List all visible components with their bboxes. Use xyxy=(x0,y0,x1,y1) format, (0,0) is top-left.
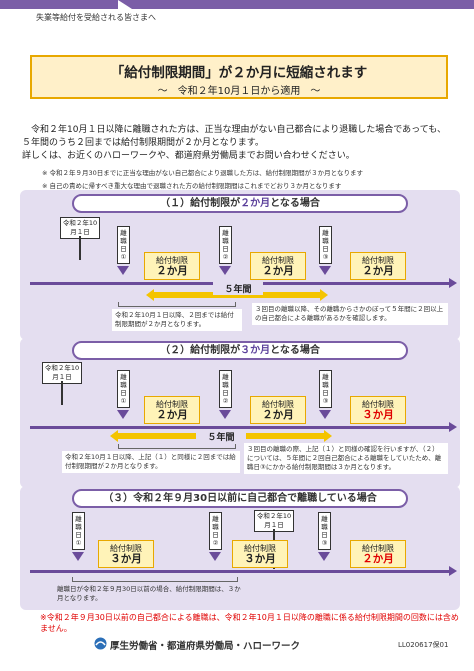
footer-org: 厚生労働省・都道府県労働局・ハローワーク xyxy=(110,641,301,652)
case2-callout-left: 令和２年10月１日以降、上記（１）と同様に２回までは給付制限期間が２か月となりま… xyxy=(62,451,240,473)
case1-callout-right: ３回目の離職以降、その離職からさかのぼって５年間に２回以上の自己都合による離職が… xyxy=(252,303,448,325)
case2-arrow-1 xyxy=(117,410,129,419)
note-2: ※ 自己の責めに帰すべき重大な理由で退職された方の給付制限期間はこれまでどおり３… xyxy=(42,182,342,190)
case3-callout: 離職日が令和２年９月30日以前の場合、給付制限期間は、３か月となります。 xyxy=(57,585,241,602)
case3-rijo-2: 離職日② xyxy=(209,512,222,550)
page-title: 「給付制限期間」が２か月に短縮されます xyxy=(110,65,368,81)
top-bar xyxy=(0,0,474,9)
audience-label: 失業等給付を受給される皆さまへ xyxy=(36,13,156,22)
note-1: ※ 令和２年９月30日までに正当な理由がない自己都合により退職した方は、給付制限… xyxy=(42,169,363,177)
case2-arrow-3 xyxy=(319,410,331,419)
case2-span-label: ５年間 xyxy=(196,430,246,443)
case1-rijo-2: 離職日② xyxy=(219,226,232,264)
case2-rijo-3: 離職日③ xyxy=(319,370,332,408)
case2-heading: （２）給付制限が３か月となる場合 xyxy=(72,341,408,360)
case2-heading-post: となる場合 xyxy=(270,345,320,356)
case1-rijo-3: 離職日③ xyxy=(319,226,332,264)
intro-line-2: 詳しくは、お近くのハローワークや、都道府県労働局までお問い合わせください。 xyxy=(22,151,355,161)
intro-line-1: 令和２年10月１日以降に離職された方は、正当な理由がない自己都合により退職した場… xyxy=(22,125,447,148)
intro-text: 令和２年10月１日以降に離職された方は、正当な理由がない自己都合により退職した場… xyxy=(22,124,452,163)
case3-date-box: 令和２年10月１日 xyxy=(254,510,294,532)
case1-span-left-arrow xyxy=(146,289,154,301)
case2-date-line xyxy=(61,381,63,405)
case1-heading-pre: （１）給付制限が xyxy=(160,198,241,209)
doc-code: LL020617保01 xyxy=(398,641,449,649)
case2-rijo-2: 離職日② xyxy=(219,370,232,408)
case2-heading-pre: （２）給付制限が xyxy=(160,345,241,356)
case1-heading-post: となる場合 xyxy=(270,198,320,209)
case2-callout-right: ３回目の離職の際、上記（１）と同様の確認を行いますが、（２）については、５年間に… xyxy=(244,443,448,474)
case1-heading: （１）給付制限が２か月となる場合 xyxy=(72,194,408,213)
case3-heading: （３）令和２年９月30日以前に自己都合で離職している場合 xyxy=(72,489,408,508)
case1-callout-left: 令和２年10月１日以降、２回までは給付制限期間が２か月となります。 xyxy=(112,309,242,331)
page-subtitle: ～ 令和２年10月１日から適用 ～ xyxy=(157,86,321,97)
case1-rijo-1: 離職日① xyxy=(117,226,130,264)
case3-arrow-1 xyxy=(72,552,84,561)
case2-arrow-2 xyxy=(219,410,231,419)
case1-brace-left xyxy=(118,302,236,307)
case3-rijo-1: 離職日① xyxy=(72,512,85,550)
case1-date-line xyxy=(79,236,81,260)
case3-arrow-2 xyxy=(209,552,221,561)
case3-timeline xyxy=(30,566,457,576)
case2-timeline xyxy=(30,422,457,432)
case1-arrow-3 xyxy=(319,266,331,275)
warning-note: ※令和２年９月30日以前の自己都合による離職は、令和２年10月１日以降の離職に係… xyxy=(40,613,459,633)
case2-span-right-arrow xyxy=(324,430,332,442)
case1-heading-highlight: ２か月 xyxy=(240,198,271,209)
title-box: 「給付制限期間」が２か月に短縮されます ～ 令和２年10月１日から適用 ～ xyxy=(30,55,448,99)
case1-span-label: ５年間 xyxy=(213,282,263,295)
case3-arrow-3 xyxy=(318,552,330,561)
case2-span-left-arrow xyxy=(110,430,118,442)
case1-arrow-1 xyxy=(117,266,129,275)
case3-rijo-3: 離職日③ xyxy=(318,512,331,550)
case3-brace xyxy=(72,577,238,582)
case2-heading-highlight: ３か月 xyxy=(240,345,271,356)
case1-span-bar xyxy=(153,292,321,298)
mhlw-logo-icon xyxy=(94,637,107,650)
case1-arrow-2 xyxy=(219,266,231,275)
case1-span-right-arrow xyxy=(320,289,328,301)
case2-brace-left xyxy=(118,444,236,449)
case2-rijo-1: 離職日① xyxy=(117,370,130,408)
